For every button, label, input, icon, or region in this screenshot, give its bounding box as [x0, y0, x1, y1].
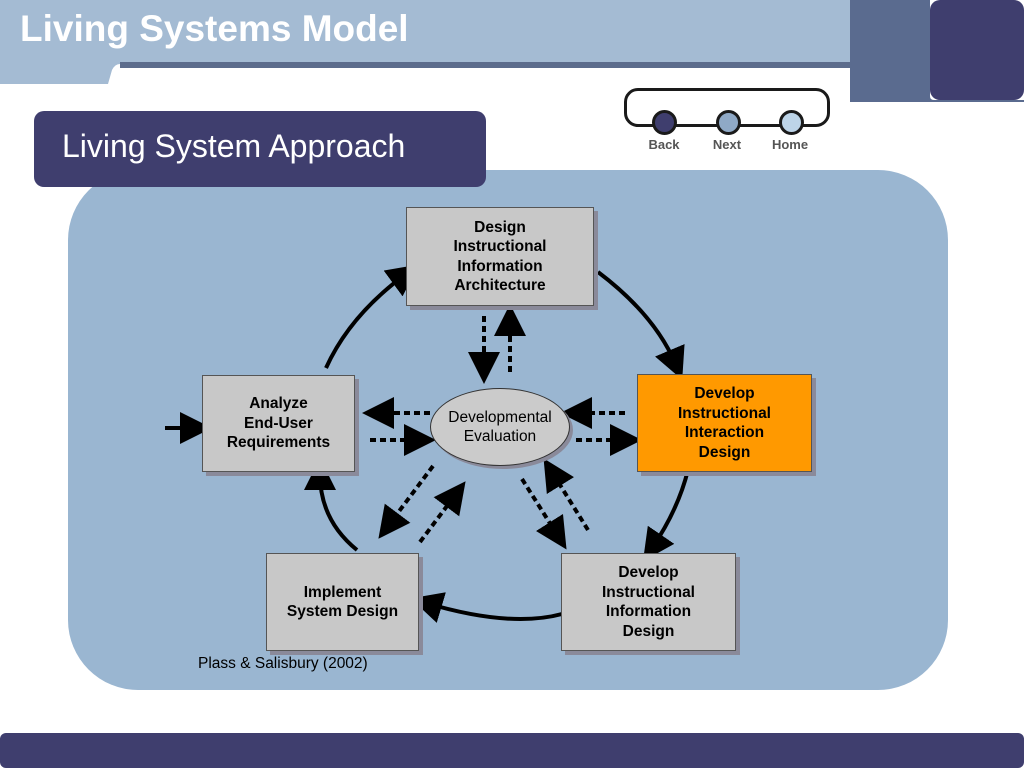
citation: Plass & Salisbury (2002): [198, 655, 368, 672]
home-label[interactable]: Home: [771, 137, 809, 152]
navigation-control: Back Next Home: [622, 85, 830, 160]
node-design-architecture: Design Instructional Information Archite…: [406, 207, 594, 306]
next-label[interactable]: Next: [712, 137, 742, 152]
evaluation-arrows: [362, 304, 642, 550]
node-analyze: Analyze End-User Requirements: [202, 375, 355, 472]
section-header: Living System Approach: [34, 111, 486, 187]
node-developmental-evaluation: Developmental Evaluation: [430, 388, 570, 466]
back-button[interactable]: [652, 110, 677, 135]
cycle-arrows: [304, 264, 690, 623]
node-develop-information: Develop Instructional Information Design: [561, 553, 736, 651]
next-button[interactable]: [716, 110, 741, 135]
node-develop-interaction: Develop Instructional Interaction Design: [637, 374, 812, 472]
back-label[interactable]: Back: [648, 137, 680, 152]
node-implement: Implement System Design: [266, 553, 419, 651]
home-button[interactable]: [779, 110, 804, 135]
page-title: Living Systems Model: [20, 8, 409, 49]
section-title: Living System Approach: [62, 128, 406, 164]
